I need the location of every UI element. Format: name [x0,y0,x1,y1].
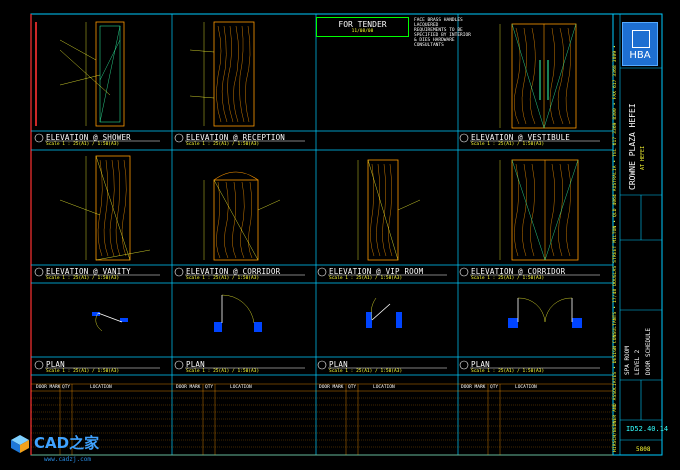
schedule-header-location: LOCATION [90,385,112,390]
cadzj-watermark: CAD之家 www.cadzj.com [6,432,136,468]
elevation-title-reception: ELEVATION @ RECEPTION [186,133,286,142]
schedule-header-qty: QTY [490,385,499,390]
watermark-brand: CAD之家 [34,434,100,452]
schedule-header-location: LOCATION [373,385,395,390]
door-schedule-grid [31,383,613,456]
logo-mark-icon [632,30,650,48]
page-number: 5808 [636,446,651,453]
drawing-title-3: DOOR SCHEDULE [645,328,652,375]
schedule-header-door-mark: DOOR MARK [319,385,344,390]
plan-scale: Scale 1 : 25(A1) / 1:50(A3) [471,369,545,374]
schedule-header-qty: QTY [205,385,214,390]
schedule-header-location: LOCATION [515,385,537,390]
vanity-door-elevation [59,155,151,261]
elevation-scale: Scale 1 : 25(A1) / 1:50(A3) [186,142,260,147]
plan-scale: Scale 1 : 25(A1) / 1:50(A3) [186,369,260,374]
reception-door-elevation [189,21,255,127]
title-block-border [612,13,663,456]
elevation-title-vestibule: ELEVATION @ VESTIBULE [471,133,571,142]
plan-vip-room [366,297,402,328]
schedule-header-location: LOCATION [230,385,252,390]
hba-logo: HBA [622,22,658,66]
elevation-scale: Scale 1 : 25(A1) / 1:50(A3) [46,142,120,147]
elevation-title-shower: ELEVATION @ SHOWER [46,133,131,142]
schedule-header-qty: QTY [348,385,357,390]
firm-contact-strip: HIRSCH/BEDNER AND ASSOCIATES • DESIGN CO… [613,45,618,452]
plan-title: PLAN [186,360,205,369]
drawing-title-2: LEVEL 2 [634,349,641,375]
sheet-number: ID52.40.14 [626,425,669,433]
plan-corridor [508,297,582,328]
plan-title: PLAN [471,360,490,369]
vip-room-door-elevation [357,159,421,261]
cube-logo-icon [11,435,29,453]
corridor-door-elevation-2 [499,159,579,261]
elevation-title-vanity: ELEVATION @ VANITY [46,267,131,276]
elevation-scale: Scale 1 : 25(A1) / 1:50(A3) [329,276,403,281]
schedule-header-door-mark: DOOR MARK [461,385,486,390]
tender-date: 11/08/08 [351,29,374,34]
plan-shower [92,312,128,332]
plan-reception [214,294,262,332]
hardware-note: FACE BRASS HANDLES LACQUERED REQUIREMENT… [414,18,471,48]
vestibule-door-elevation [499,23,577,129]
watermark-url: www.cadzj.com [44,456,91,463]
corridor-door-elevation-1 [203,171,281,261]
elevation-scale: Scale 1 : 25(A1) / 1:50(A3) [46,276,120,281]
elevation-title-corridor: ELEVATION @ CORRIDOR [471,267,566,276]
drawing-title-1: SPA ROOM [624,346,631,375]
schedule-header-door-mark: DOOR MARK [36,385,61,390]
plan-scale: Scale 1 : 25(A1) / 1:50(A3) [46,369,120,374]
elevation-title-vip-room: ELEVATION @ VIP ROOM [329,267,424,276]
elevation-scale: Scale 1 : 25(A1) / 1:50(A3) [471,276,545,281]
plan-scale: Scale 1 : 25(A1) / 1:50(A3) [329,369,403,374]
schedule-header-qty: QTY [62,385,71,390]
plan-title: PLAN [329,360,348,369]
elevation-scale: Scale 1 : 25(A1) / 1:50(A3) [186,276,260,281]
shower-door-elevation [35,21,125,127]
schedule-header-door-mark: DOOR MARK [176,385,201,390]
project-name: CROWNE PLAZA HEFEI [628,103,637,190]
elevation-scale: Scale 1 : 25(A1) / 1:50(A3) [471,142,545,147]
for-tender-box: FOR TENDER 11/08/08 [316,17,409,37]
project-subtitle: AT HEFEI [640,145,646,170]
elevation-title-corridor: ELEVATION @ CORRIDOR [186,267,281,276]
tender-title: FOR TENDER [338,20,387,29]
plan-title: PLAN [46,360,65,369]
